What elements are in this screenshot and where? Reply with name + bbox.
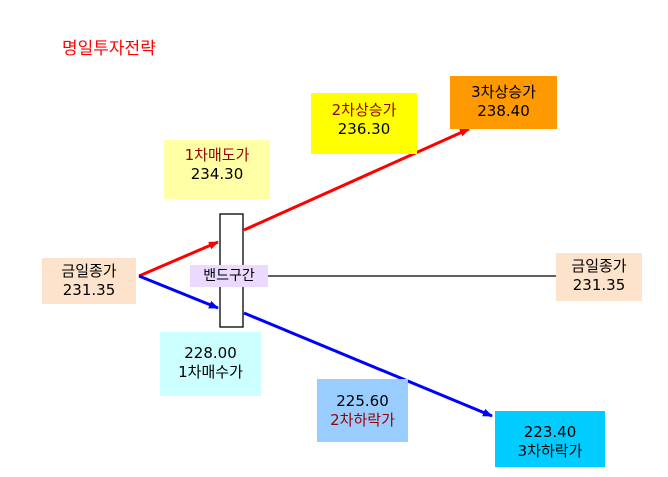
second-rise-box: 2차상승가 236.30 [311,93,417,154]
first-buy-box: 228.00 1차매수가 [160,332,261,396]
page-title: 명일투자전략 [62,39,156,59]
second-fall-box: 225.60 2차하락가 [317,379,408,442]
third-rise-label: 3차상승가 [471,83,536,101]
second-rise-value: 236.30 [337,120,391,138]
first-buy-value: 228.00 [184,344,237,362]
arrow-up-to-sell3 [243,127,470,232]
arrow-down-to-buy3 [243,311,493,418]
third-rise-box: 3차상승가 238.40 [450,76,557,129]
band-range-label: 밴드구간 [190,265,268,287]
first-buy-label: 1차매수가 [178,363,243,381]
today-close-value: 231.35 [62,281,116,299]
arrow-down-to-band [138,274,219,310]
today-close-box-left: 금일종가 231.35 [42,258,136,304]
third-fall-label: 3차하락가 [517,442,583,460]
today-close-label: 금일종가 [571,257,627,275]
today-close-value: 231.35 [572,276,626,294]
second-rise-label: 2차상승가 [331,101,397,119]
first-sell-label: 1차매도가 [184,146,250,164]
first-sell-value: 234.30 [190,165,244,183]
third-rise-value: 238.40 [477,102,530,120]
second-fall-label: 2차하락가 [330,411,395,429]
today-close-box-right: 금일종가 231.35 [556,253,642,301]
today-close-label: 금일종가 [61,262,117,280]
first-sell-box: 1차매도가 234.30 [164,140,270,199]
arrow-up-to-band [138,240,219,278]
second-fall-value: 225.60 [336,392,389,410]
third-fall-box: 223.40 3차하락가 [495,411,605,467]
third-fall-value: 223.40 [523,423,577,441]
